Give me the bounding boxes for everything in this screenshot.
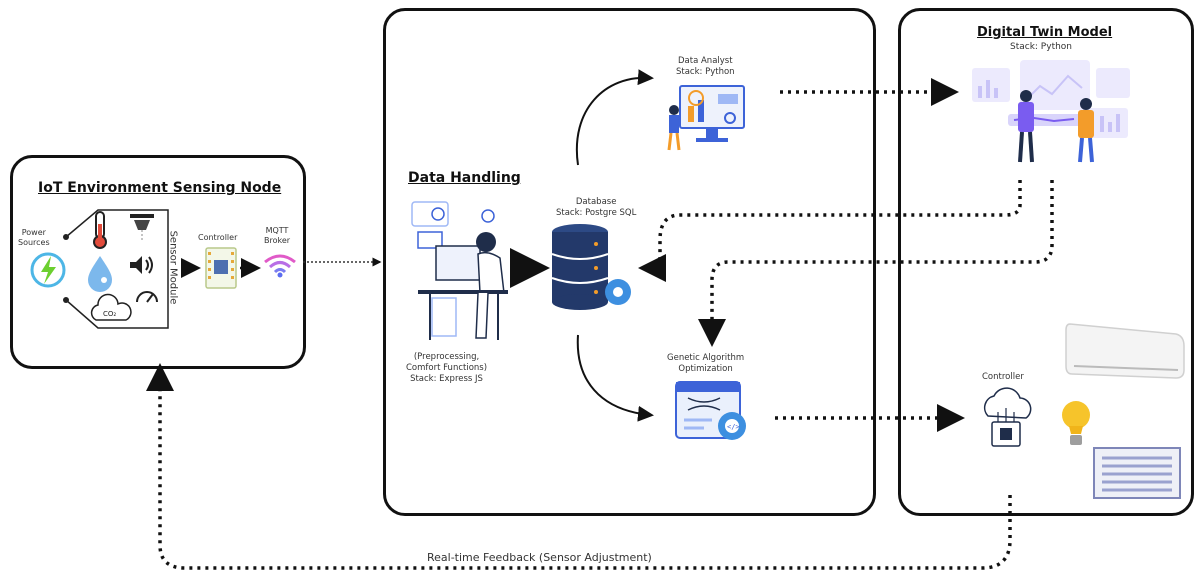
iot-controller-label: Controller <box>198 233 238 242</box>
analyst-label: Data Analyst Stack: Python <box>676 56 735 77</box>
co2-cloud-icon: CO₂ <box>90 293 132 321</box>
digital-twin-illustration <box>972 60 1130 163</box>
sound-icon <box>130 256 153 274</box>
database-label: Database Stack: Postgre SQL <box>556 197 637 218</box>
humidity-icon <box>88 256 112 292</box>
gauge-icon <box>136 291 158 303</box>
twin-controller-label: Controller <box>982 372 1024 382</box>
feedback-loop-arrow <box>146 363 1012 570</box>
svg-text:CO₂: CO₂ <box>103 310 116 318</box>
feedback-label: Real-time Feedback (Sensor Adjustment) <box>424 552 655 563</box>
twin-to-ga-arrow <box>698 180 1054 347</box>
database-icon <box>551 224 631 310</box>
iot-node-title: IoT Environment Sensing Node <box>38 180 282 196</box>
power-icon <box>30 252 66 288</box>
svg-text:</>: </> <box>727 423 740 431</box>
data-handling-title: Data Handling <box>408 170 521 186</box>
db-to-ga-arrow <box>576 334 654 422</box>
air-vent-icon <box>1093 447 1181 499</box>
mqtt-broker-label: MQTT Broker <box>264 226 291 245</box>
controller-chip-icon <box>983 387 1032 447</box>
air-conditioner-icon <box>1065 323 1185 379</box>
db-to-analyst-arrow <box>575 69 654 166</box>
twin-to-db-arrow <box>638 180 1022 282</box>
light-sensor-icon <box>130 214 154 240</box>
data-analyst-icon <box>667 85 745 151</box>
data-handling-caption: (Preprocessing, Comfort Functions) Stack… <box>406 352 488 384</box>
developer-illustration <box>411 201 508 340</box>
thermometer-icon <box>93 211 107 249</box>
digital-twin-title: Digital Twin Model <box>977 25 1113 40</box>
light-bulb-icon <box>1062 401 1090 445</box>
genetic-algorithm-icon: </> <box>675 381 746 440</box>
ga-label: Genetic Algorithm Optimization <box>667 353 745 374</box>
wifi-broker-icon <box>264 254 296 278</box>
sensor-bracket-line <box>65 209 169 329</box>
digital-twin-stack-label: Stack: Python <box>1010 42 1073 52</box>
power-sources-label: Power Sources <box>18 228 50 247</box>
sensor-module-label: Sensor Module <box>167 230 179 305</box>
microcontroller-icon <box>205 247 237 289</box>
